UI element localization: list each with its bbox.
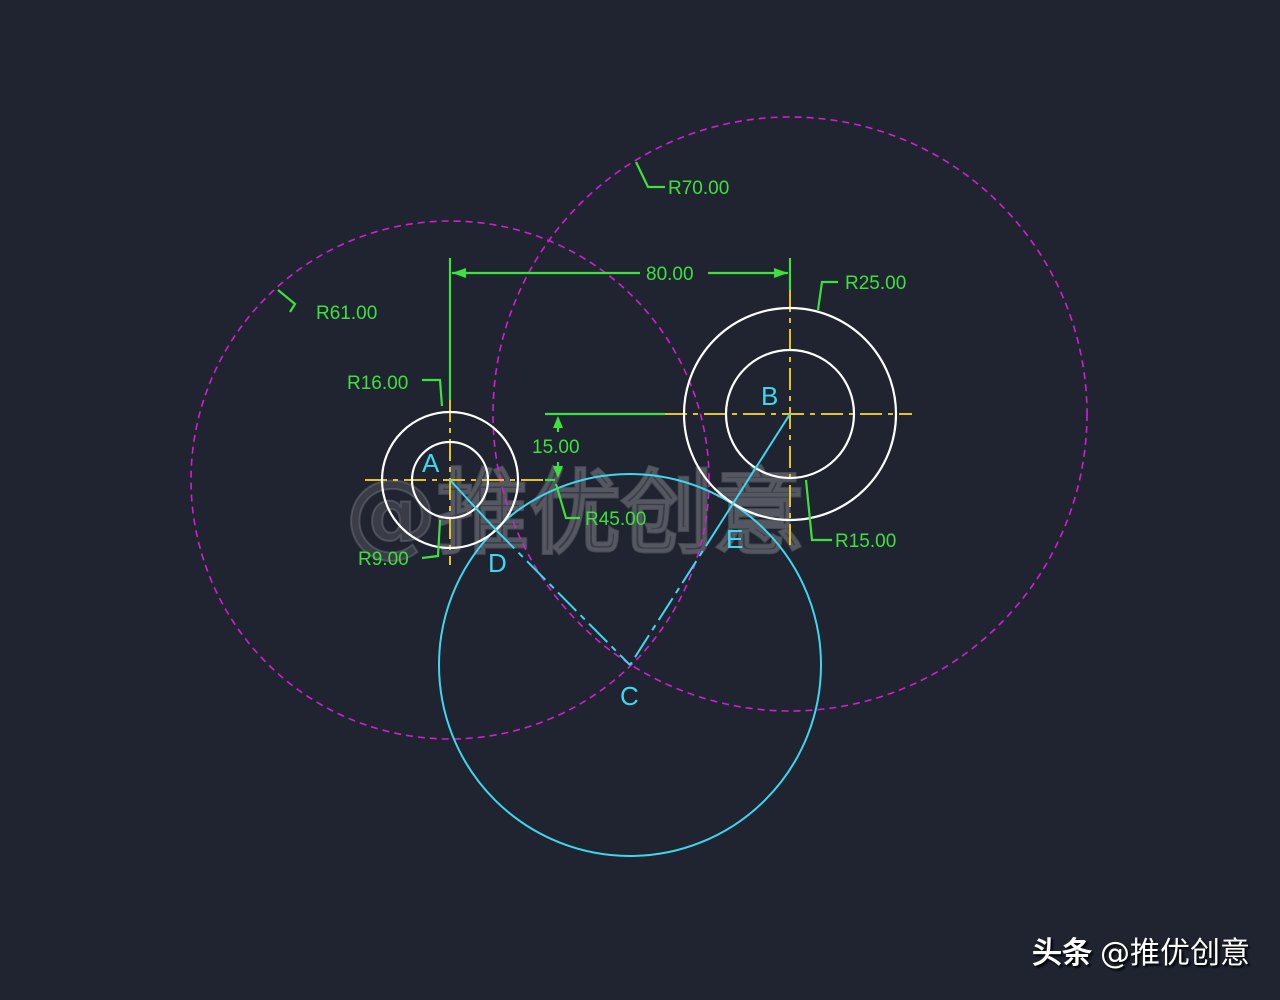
dim-r61: R61.00 [316,303,377,324]
arc-circle-r45 [438,473,822,857]
connector-lines [449,413,791,666]
dim-15: 15.00 [532,437,580,458]
watermark: @推优创意 [345,460,805,567]
dimension-lines [277,161,838,560]
dimension-labels: 80.00 15.00 R16.00 R9.00 R25.00 R15.00 R… [316,178,906,570]
centerlines [365,290,912,565]
point-c: C [620,681,639,711]
point-b: B [761,381,778,411]
author-label: @推优创意 [1100,936,1250,971]
construction-circle-r70 [492,116,1088,712]
point-d: D [488,548,507,578]
construction-circle-r61 [190,220,710,740]
credit: 头条@推优创意 [1032,928,1250,972]
dim-r45: R45.00 [585,509,646,530]
dim-r25: R25.00 [845,273,906,294]
dim-r15: R15.00 [835,531,896,552]
dim-r9: R9.00 [358,549,409,570]
dim-r16: R16.00 [347,373,408,394]
point-labels: A B C D E [422,381,778,711]
dimension-arrows [452,268,788,478]
point-a: A [422,448,440,478]
point-e: E [726,524,743,554]
platform-label: 头条 [1032,936,1092,971]
dim-80: 80.00 [646,264,694,285]
dim-r70: R70.00 [668,178,729,199]
part-circles [380,306,898,550]
